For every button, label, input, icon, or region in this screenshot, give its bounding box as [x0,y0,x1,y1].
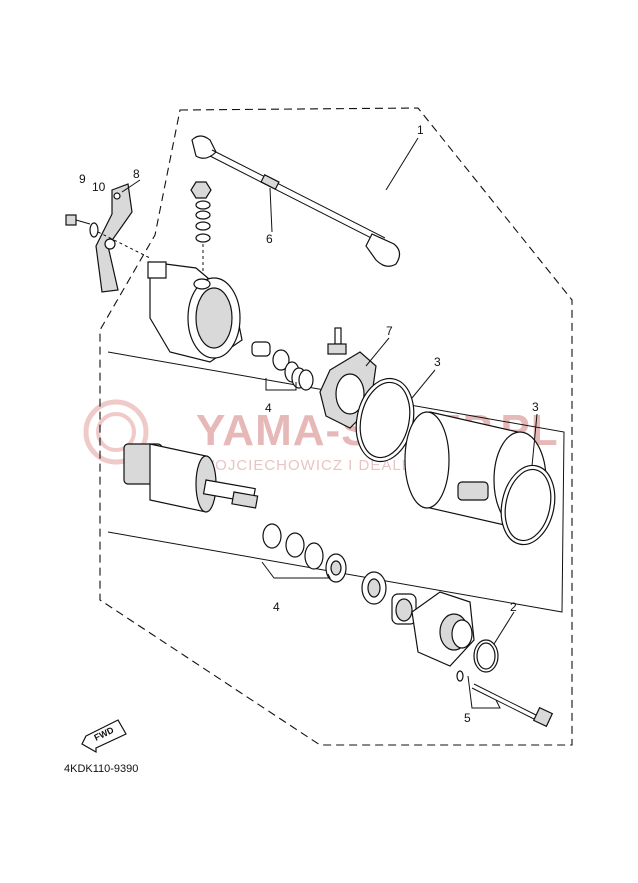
callout-10: 10 [92,180,106,194]
needle-bearing [391,593,417,625]
fwd-arrow-icon: FWD [81,719,127,754]
front-cover [147,261,243,363]
callout-1: 1 [417,123,424,137]
washer-set-lower [261,523,347,583]
diagram-code: 4KDK110-9390 [64,763,138,775]
callout-3-right: 3 [532,400,539,414]
o-ring-right [500,464,556,546]
callout-5: 5 [464,711,471,725]
washer [89,222,99,238]
callout-labels: 1 2 3 3 4 4 5 6 7 8 9 10 [79,123,539,725]
bolt [65,214,91,226]
callout-4-lower: 4 [273,600,280,614]
mounting-bracket [95,183,133,293]
callout-3-left: 3 [434,355,441,369]
brush-spring-set [251,341,314,391]
o-ring-left [355,377,415,463]
o-ring-rear [473,639,499,673]
callout-8: 8 [133,167,140,181]
callout-7: 7 [386,324,393,338]
callout-9: 9 [79,172,86,186]
callout-2: 2 [510,600,517,614]
assembly-boundary [99,107,573,746]
nut-washer-stack [190,181,212,280]
bearing [361,571,387,605]
callout-6: 6 [266,232,273,246]
callout-4-upper: 4 [265,401,272,415]
through-bolt [456,670,554,728]
terminal-screw [327,327,347,355]
leader-lines [121,137,538,709]
rear-cover [411,591,475,667]
armature [123,443,259,513]
lead-wire [191,135,401,267]
